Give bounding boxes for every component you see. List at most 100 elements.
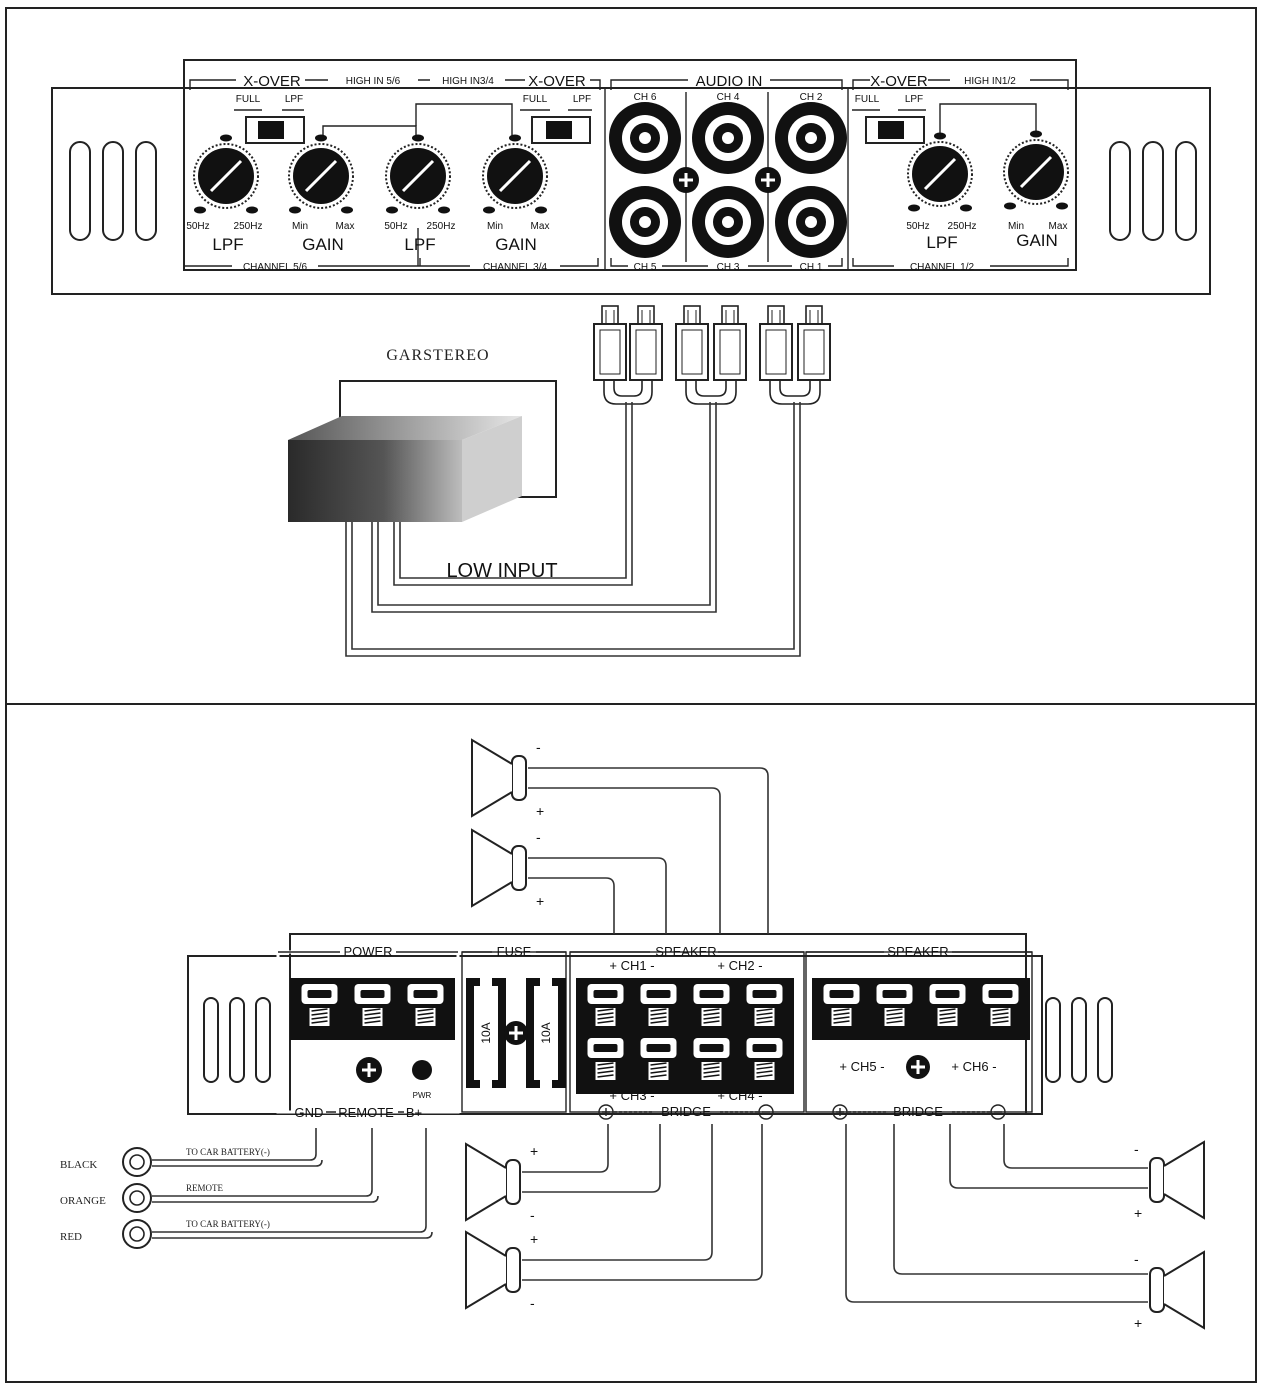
switch-lpf-label: LPF xyxy=(285,94,303,105)
polarity-label: - xyxy=(530,1295,535,1311)
terminal-group xyxy=(290,978,1030,1094)
gnd-label: GND xyxy=(295,1105,324,1120)
max-label: Max xyxy=(336,221,355,232)
speaker-plus-icon xyxy=(906,1055,930,1079)
power-wires: BLACK ORANGE RED TO CAR BATTERY(-) REMOT… xyxy=(60,1128,433,1249)
polarity-label: + xyxy=(530,1231,538,1247)
screw-terminal[interactable] xyxy=(693,984,730,1026)
screw-terminal[interactable] xyxy=(301,984,338,1026)
knob-captions: 50Hz 250Hz Min Max 50Hz 250Hz Min Max 50… xyxy=(186,221,1067,232)
freq-lo-label: 50Hz xyxy=(384,221,407,232)
screw-terminal[interactable] xyxy=(354,984,391,1026)
rca-label-ch6: CH 6 xyxy=(634,92,657,103)
xover-label-left: X-OVER xyxy=(243,73,301,90)
bridge-56: BRIDGE xyxy=(832,1104,1006,1120)
rca-jack[interactable] xyxy=(609,102,681,174)
fuse-plus-icon xyxy=(504,1021,528,1045)
gain-knob[interactable] xyxy=(482,134,548,214)
freq-lo-label: 50Hz xyxy=(186,221,209,232)
xover-switch-left[interactable]: FULL LPF xyxy=(234,94,305,144)
lpf-knob-label: LPF xyxy=(404,235,435,254)
head-unit-top xyxy=(288,416,522,440)
ch1-label: + CH1 - xyxy=(609,958,654,973)
polarity-label: + xyxy=(536,803,544,819)
rca-jack[interactable] xyxy=(609,186,681,258)
polarity-label: - xyxy=(530,1207,535,1223)
knob-group xyxy=(193,130,1069,214)
rca-jack[interactable] xyxy=(692,186,764,258)
remote-label: REMOTE xyxy=(338,1105,394,1120)
bplus-label: B+ xyxy=(406,1105,422,1120)
xover-label-right: X-OVER xyxy=(870,73,928,90)
rca-labels: CH 6 CH 4 CH 2 CH 5 CH 3 CH 1 xyxy=(634,92,823,273)
xover-switch-right[interactable]: FULL LPF xyxy=(852,94,926,144)
bridge-34: BRIDGE xyxy=(598,1104,774,1120)
screw-terminal[interactable] xyxy=(640,984,677,1026)
rca-plug-pair xyxy=(675,305,747,405)
rca-plug-group xyxy=(593,305,831,405)
screw-terminal[interactable] xyxy=(640,1038,677,1080)
screw-terminal[interactable] xyxy=(587,984,624,1026)
bottom-panel-frame xyxy=(5,703,1257,1383)
lpf-knob[interactable] xyxy=(385,134,451,214)
xover-switch-mid[interactable]: FULL LPF xyxy=(520,94,592,144)
pwr-led-icon xyxy=(412,1060,432,1080)
freq-hi-label: 250Hz xyxy=(427,221,456,232)
wire-label-battery-neg: TO CAR BATTERY(-) xyxy=(186,1147,270,1157)
speaker-wires xyxy=(522,767,1148,1303)
fuse-rating-label: 10A xyxy=(539,1022,553,1043)
channel-12-label: CHANNEL 1/2 xyxy=(910,262,975,273)
freq-hi-label: 250Hz xyxy=(948,221,977,232)
switch-full-label: FULL xyxy=(855,94,880,105)
bottom-amp-vents-right xyxy=(1045,997,1113,1083)
head-unit-body xyxy=(288,440,462,522)
top-amp-heatsink xyxy=(51,87,1211,295)
screw-terminal[interactable] xyxy=(746,1038,783,1080)
rca-jack[interactable] xyxy=(775,102,847,174)
speaker-group: -+-++-+--+-+ xyxy=(465,738,1205,1331)
ch2-label: + CH2 - xyxy=(717,958,762,973)
xover-label-mid: X-OVER xyxy=(528,73,586,90)
rca-cables xyxy=(345,402,801,657)
channel-56-label: CHANNEL 5/6 xyxy=(243,262,308,273)
rca-jack[interactable] xyxy=(692,102,764,174)
switch-lpf-label: LPF xyxy=(905,94,923,105)
ch6-label: + CH6 - xyxy=(951,1059,996,1074)
switch-full-label: FULL xyxy=(236,94,261,105)
speaker-icon: -+ xyxy=(1134,1250,1205,1331)
rca-jack[interactable] xyxy=(775,186,847,258)
lpf-knob[interactable] xyxy=(193,134,259,214)
freq-hi-label: 250Hz xyxy=(234,221,263,232)
screw-terminal[interactable] xyxy=(982,984,1019,1026)
lpf-knob-label: LPF xyxy=(926,233,957,252)
speaker-icon: -+ xyxy=(1134,1140,1205,1221)
lpf-knob-label: LPF xyxy=(212,235,243,254)
screw-terminal[interactable] xyxy=(407,984,444,1026)
polarity-label: - xyxy=(536,739,541,755)
rca-jack-group xyxy=(609,102,847,258)
bridge-label: BRIDGE xyxy=(661,1104,711,1119)
speaker-icon: +- xyxy=(465,1230,538,1311)
screw-terminal[interactable] xyxy=(693,1038,730,1080)
rca-label-ch1: CH 1 xyxy=(800,262,823,273)
fuse-rating-label: 10A xyxy=(479,1022,493,1043)
screw-terminal[interactable] xyxy=(929,984,966,1026)
screw-terminal[interactable] xyxy=(876,984,913,1026)
speaker-section-label: SPEAKER xyxy=(655,944,716,959)
polarity-label: - xyxy=(536,829,541,845)
high-in-56-label: HIGH IN 5/6 xyxy=(346,76,401,87)
fuse-right[interactable]: 10A xyxy=(526,978,566,1088)
wire-color-black: BLACK xyxy=(60,1159,97,1171)
lpf-knob[interactable] xyxy=(907,132,973,212)
terminal-block xyxy=(290,978,455,1040)
max-label: Max xyxy=(531,221,550,232)
screw-terminal[interactable] xyxy=(746,984,783,1026)
gain-knob[interactable] xyxy=(288,134,354,214)
screw-terminal[interactable] xyxy=(823,984,860,1026)
screw-terminal[interactable] xyxy=(587,1038,624,1080)
gain-knob[interactable] xyxy=(1003,130,1069,210)
ring-terminal-icon xyxy=(122,1147,152,1177)
fuse-left[interactable]: 10A xyxy=(466,978,506,1088)
knob-titles: LPF GAIN LPF GAIN LPF GAIN xyxy=(212,231,1057,254)
